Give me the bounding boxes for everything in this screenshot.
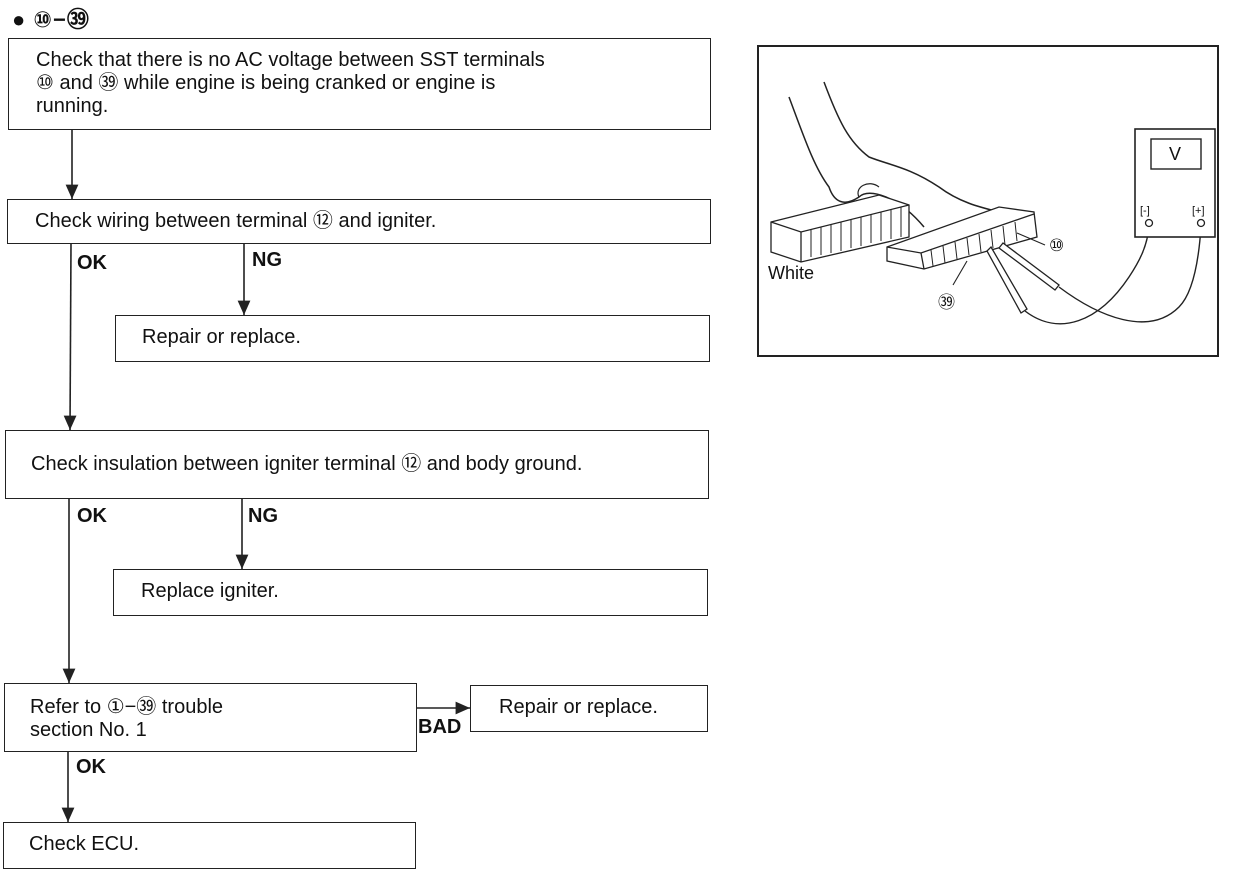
box-repair-replace-1-text: Repair or replace. bbox=[142, 326, 301, 348]
box-refer-trouble-text: Refer to ①−㊴ trouble section No. 1 bbox=[30, 696, 224, 741]
box-check-insulation-text: Check insulation between igniter termina… bbox=[31, 453, 583, 475]
label-ok-2: OK bbox=[77, 505, 107, 527]
box-check-ac-voltage: Check that there is no AC voltage betwee… bbox=[8, 38, 711, 130]
box-check-ecu: Check ECU. bbox=[3, 822, 416, 869]
box-repair-replace-2-text: Repair or replace. bbox=[499, 696, 658, 718]
connector-voltmeter-illustration: White V ⑩ ㊴ [-] [+] bbox=[757, 45, 1219, 357]
box-replace-igniter-text: Replace igniter. bbox=[141, 580, 279, 602]
test-lead-negative bbox=[1024, 226, 1150, 325]
box-check-ecu-text: Check ECU. bbox=[29, 833, 140, 855]
box-check-ac-voltage-text: Check that there is no AC voltage betwee… bbox=[36, 49, 545, 117]
illustration-drawing bbox=[770, 81, 1216, 325]
positive-terminal-label: [+] bbox=[1192, 205, 1205, 217]
negative-terminal-label: [-] bbox=[1140, 205, 1150, 217]
box-replace-igniter: Replace igniter. bbox=[113, 569, 708, 616]
box-repair-replace-2: Repair or replace. bbox=[470, 685, 708, 732]
flowchart-connectors bbox=[61, 130, 470, 822]
leader-terminal-39 bbox=[952, 260, 968, 286]
test-connector bbox=[886, 206, 1038, 270]
terminal-39-label: ㊴ bbox=[938, 293, 955, 312]
test-lead-positive bbox=[1058, 226, 1202, 323]
label-ng-2: NG bbox=[248, 505, 278, 527]
section-header: ● ⑩−㊴ bbox=[12, 7, 90, 32]
arrow-wiring-to-insulation bbox=[63, 243, 77, 431]
leader-terminal-40 bbox=[1016, 232, 1046, 246]
label-bad: BAD bbox=[418, 716, 462, 738]
box-refer-trouble: Refer to ①−㊴ trouble section No. 1 bbox=[4, 683, 417, 752]
voltmeter-negative-terminal bbox=[1144, 218, 1154, 228]
voltmeter-display bbox=[1150, 138, 1202, 170]
box-check-wiring-text: Check wiring between terminal ⑫ and igni… bbox=[35, 210, 437, 232]
white-connector bbox=[770, 194, 910, 263]
label-ng-1: NG bbox=[252, 249, 282, 271]
label-ok-3: OK bbox=[76, 756, 106, 778]
label-ok-1: OK bbox=[77, 252, 107, 274]
voltmeter-positive-terminal bbox=[1196, 218, 1206, 228]
voltmeter-label: V bbox=[1169, 144, 1182, 164]
test-probes bbox=[986, 242, 1060, 314]
box-check-insulation: Check insulation between igniter termina… bbox=[5, 430, 709, 499]
box-check-wiring: Check wiring between terminal ⑫ and igni… bbox=[7, 199, 711, 244]
box-repair-replace-1: Repair or replace. bbox=[115, 315, 710, 362]
terminal-40-label: ⑩ bbox=[1049, 236, 1065, 255]
white-connector-label: White bbox=[768, 263, 815, 283]
